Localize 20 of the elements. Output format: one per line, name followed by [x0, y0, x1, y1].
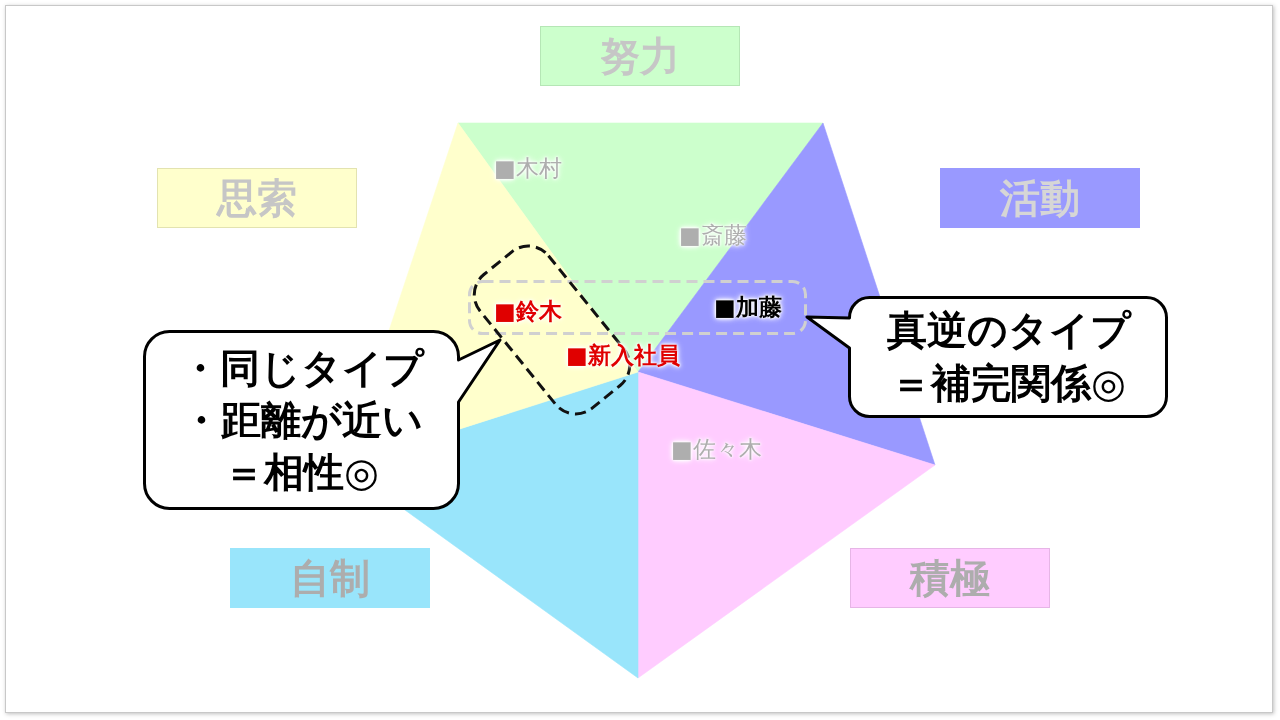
callout-text: ・同じタイプ [179, 344, 424, 393]
axis-label: 積極 [910, 558, 990, 598]
data-point-label: ■木村 [494, 154, 562, 182]
axis-panel [850, 548, 1050, 608]
data-point-label: ■新入社員 [566, 341, 680, 369]
data-point-label: ■佐々木 [671, 435, 762, 463]
axis-panel [940, 168, 1140, 228]
axis-label: 思索 [217, 178, 297, 218]
data-point-label: ■鈴木 [494, 297, 562, 325]
axis-panel [540, 26, 740, 86]
axis-label: 活動 [1000, 178, 1080, 218]
callout-text: 真逆のタイプ [886, 306, 1131, 355]
axis-label: 努力 [600, 36, 680, 76]
callout-text: ＝補完関係◎ [891, 359, 1126, 408]
data-point-label: ■加藤 [714, 293, 782, 321]
axis-panel [230, 548, 430, 608]
axis-label: 自制 [290, 558, 370, 598]
callout-text: ・距離が近い [180, 396, 423, 445]
axis-panel [157, 168, 357, 228]
callout-text: ＝相性◎ [224, 448, 379, 497]
